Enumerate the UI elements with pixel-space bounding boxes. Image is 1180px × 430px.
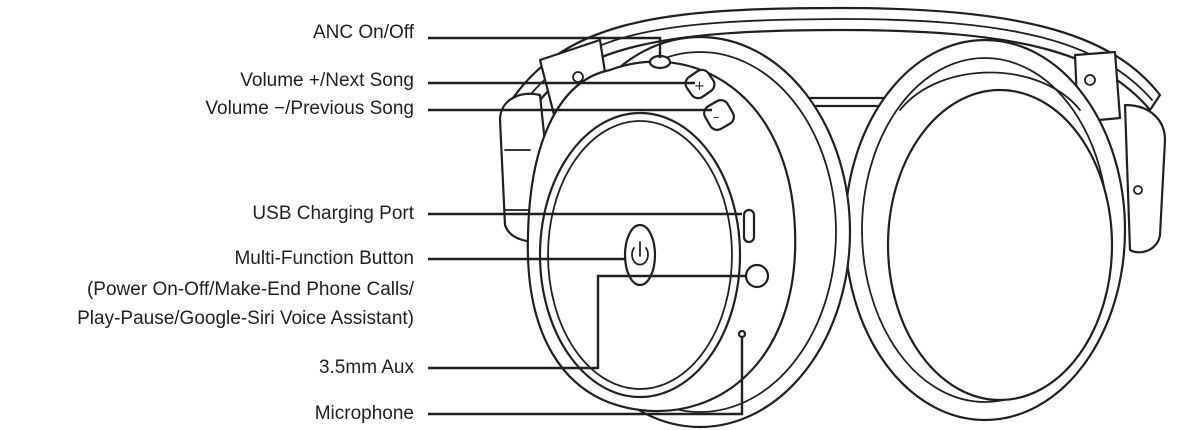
leader-lines: [428, 36, 746, 416]
microphone-hole: [737, 329, 747, 339]
label-mfb-line2: (Power On-Off/Make-End Phone Calls/: [86, 279, 414, 300]
minus-icon: –: [713, 110, 720, 125]
label-mfb-title: Multi-Function Button: [234, 248, 414, 269]
multi-function-button[interactable]: [623, 223, 657, 287]
plus-icon: +: [694, 79, 705, 94]
right-ear-cup: [843, 38, 1127, 422]
label-volume-down: Volume −/Previous Song: [205, 98, 414, 119]
label-anc: ANC On/Off: [312, 22, 414, 43]
volume-down-button[interactable]: –: [701, 97, 737, 133]
label-microphone: Microphone: [314, 403, 414, 424]
usb-port: [742, 208, 756, 244]
label-aux: 3.5mm Aux: [318, 357, 414, 378]
label-usb: USB Charging Port: [252, 203, 414, 224]
label-mfb-line3: Play-Pause/Google-Siri Voice Assistant): [77, 308, 414, 329]
label-volume-up: Volume +/Next Song: [240, 70, 414, 91]
power-icon: [631, 241, 649, 266]
volume-up-button[interactable]: +: [682, 67, 717, 102]
aux-port: [744, 263, 770, 289]
